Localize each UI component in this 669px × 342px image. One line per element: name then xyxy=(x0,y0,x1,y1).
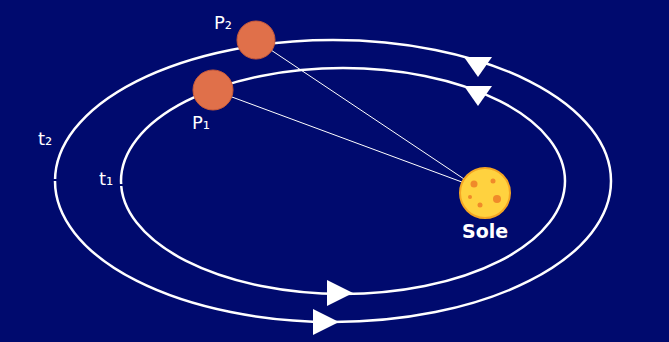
time-label: t₁ xyxy=(99,170,113,188)
sun xyxy=(460,168,510,218)
planet-label: P₁ xyxy=(192,114,210,132)
time-label: t₂ xyxy=(38,130,52,148)
orbit-arrow xyxy=(327,280,353,306)
planet xyxy=(237,21,275,59)
inner-orbit xyxy=(121,68,565,294)
sun-spot xyxy=(468,195,472,199)
outer-orbit xyxy=(55,40,611,322)
orbit-arrow xyxy=(464,86,492,106)
planet-label: P₂ xyxy=(214,14,232,32)
planet xyxy=(193,70,233,110)
sun-spot xyxy=(493,195,501,203)
sun-spot xyxy=(471,181,478,188)
radius-line xyxy=(213,90,470,185)
time-mark xyxy=(51,179,60,181)
orbit-arrow xyxy=(464,57,492,77)
time-mark xyxy=(117,184,126,186)
radius-line xyxy=(256,40,470,183)
sun-label: Sole xyxy=(462,222,508,241)
orbit-arrow xyxy=(313,309,339,335)
sun-spot xyxy=(478,203,483,208)
sun-spot xyxy=(491,179,496,184)
